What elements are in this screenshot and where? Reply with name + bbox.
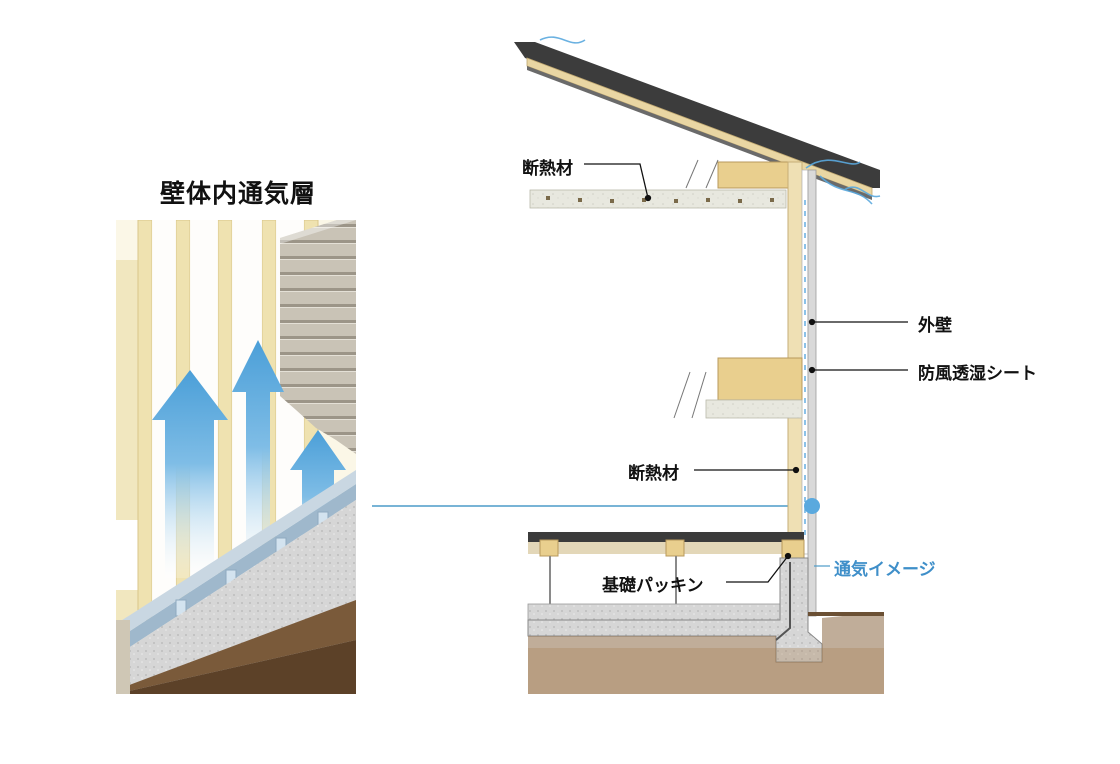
label-foundation-packing: 基礎パッキン <box>602 576 704 596</box>
label-insulation-ceiling: 断熱材 <box>522 159 573 179</box>
detail-artwork <box>116 220 356 694</box>
label-outer-wall: 外壁 <box>918 316 952 336</box>
label-wrap-sheet: 防風透湿シート <box>918 364 1037 384</box>
leader-lines <box>584 163 908 583</box>
detail-title: 壁体内通気層 <box>159 179 316 208</box>
label-ventilation: 通気イメージ <box>834 560 936 580</box>
ventilation-point-marker <box>804 498 820 514</box>
house-cross-section <box>514 36 884 694</box>
label-insulation-wall: 断熱材 <box>628 464 679 484</box>
